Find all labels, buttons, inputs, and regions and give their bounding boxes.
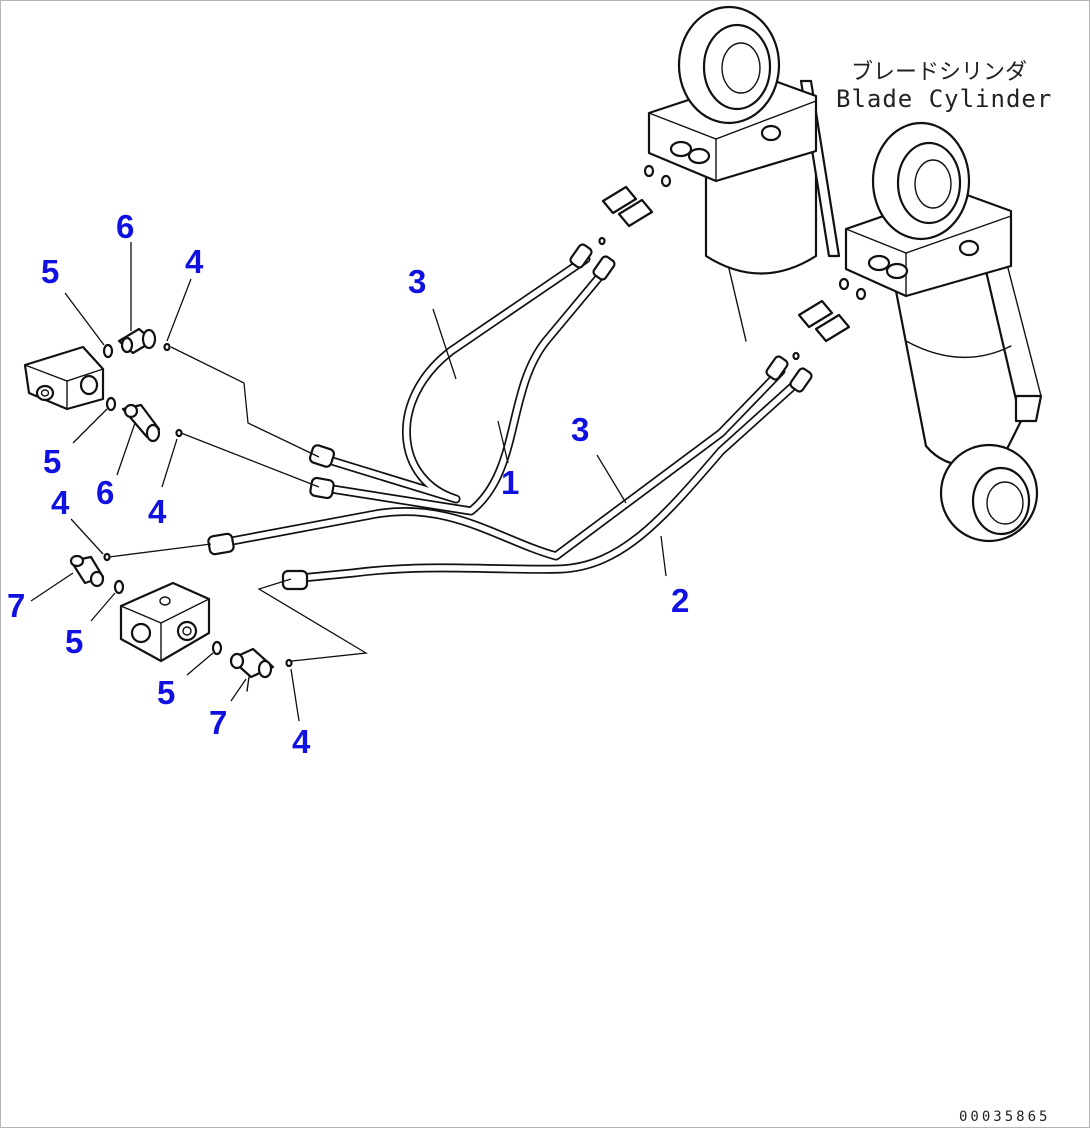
callout-elbow-7-b: 7	[209, 704, 227, 741]
callout-o-ring-4-a: 4	[185, 243, 204, 280]
callout-hose-3-lower: 3	[571, 411, 589, 448]
hose-1	[314, 264, 611, 516]
callout-elbow-6-a: 6	[116, 208, 134, 245]
callout-o-ring-5-c: 5	[65, 623, 83, 660]
callout-labels: 3 1 3 2 6 5 4 5 6 4 4 7 5 5 7 4	[7, 208, 689, 760]
callout-o-ring-5-b: 5	[43, 443, 61, 480]
callout-hose-3-upper: 3	[408, 263, 426, 300]
callout-hose-2: 2	[671, 582, 689, 619]
callout-o-ring-4-d: 4	[292, 723, 311, 760]
blade-cylinder-lower	[844, 121, 1043, 543]
blade-cylinder-upper	[647, 5, 841, 342]
hose-end-fittings	[207, 243, 813, 591]
callout-hose-1: 1	[501, 464, 519, 501]
hose-2	[286, 374, 806, 584]
callout-o-ring-5-d: 5	[157, 674, 175, 711]
cylinder-port-fittings	[598, 164, 867, 361]
assembly-paths	[108, 346, 368, 662]
hose-3-lower	[211, 366, 786, 561]
document-number: 00035865	[959, 1109, 1050, 1125]
callout-leaders	[30, 242, 667, 722]
o-rings	[102, 342, 293, 668]
caption-japanese: ブレードシリンダ	[851, 60, 1027, 85]
callout-elbow-6-b: 6	[96, 474, 114, 511]
valve-block-upper	[23, 345, 105, 411]
elbow-fitting-7-upper	[69, 554, 105, 588]
callout-o-ring-4-c: 4	[51, 484, 70, 521]
callout-o-ring-5-a: 5	[41, 253, 59, 290]
elbow-fitting-7-lower	[229, 647, 275, 692]
hose-3-upper	[314, 254, 591, 504]
callout-o-ring-4-b: 4	[148, 493, 167, 530]
valve-block-lower	[119, 581, 211, 663]
elbow-fitting-6-lower	[121, 403, 161, 443]
elbow-fitting-6-upper	[117, 327, 157, 355]
callout-elbow-7-a: 7	[7, 587, 25, 624]
caption-english: Blade Cylinder	[836, 85, 1052, 113]
